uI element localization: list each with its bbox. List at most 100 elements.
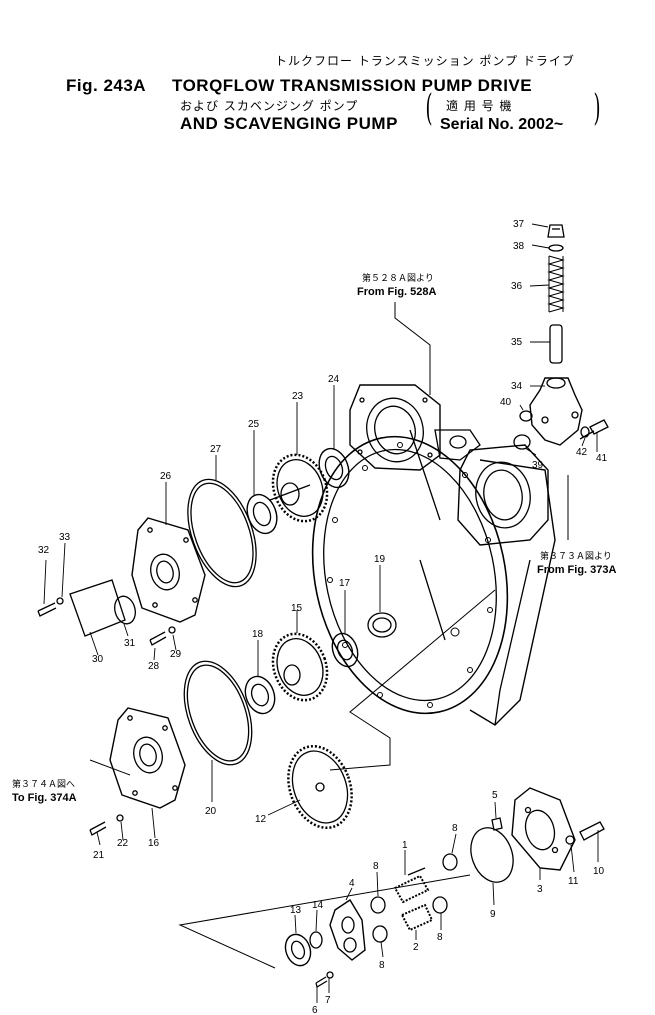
label-26: 26 [160, 471, 172, 482]
label-22: 22 [117, 838, 129, 849]
washer-22 [116, 814, 124, 822]
label-30: 30 [92, 654, 104, 665]
spring-36 [547, 255, 565, 313]
washer-7 [326, 971, 334, 979]
washer-42 [580, 426, 590, 438]
relief-valve-assembly [513, 224, 609, 450]
serial-japanese: 適 用 号 機 [446, 99, 513, 113]
bolt-32 [37, 602, 57, 617]
transmission-housing [311, 384, 556, 726]
label-41: 41 [596, 453, 608, 464]
label-14: 14 [312, 900, 324, 911]
bolt-21 [89, 821, 107, 836]
label-32: 32 [38, 545, 50, 556]
label-19: 19 [374, 554, 386, 565]
ref-528-jp: 第５２８Ａ図より [362, 272, 434, 284]
ref-373-jp: 第３７３Ａ図より [540, 550, 612, 562]
plate-30 [69, 579, 126, 637]
middle-gear-train [244, 632, 359, 715]
label-16: 16 [148, 838, 160, 849]
serial-open-paren: ( [425, 88, 433, 129]
serial-close-paren: ) [593, 88, 601, 129]
label-18: 18 [252, 629, 264, 640]
label-12: 12 [255, 814, 267, 825]
title-english-line1: TORQFLOW TRANSMISSION PUMP DRIVE [172, 76, 533, 95]
bearing-17 [331, 632, 359, 668]
label-35: 35 [511, 337, 523, 348]
label-10: 10 [593, 866, 605, 877]
label-9: 9 [490, 909, 496, 920]
label-11: 11 [568, 876, 579, 887]
label-7: 7 [325, 995, 331, 1006]
washer-11 [565, 835, 575, 845]
figure-number: Fig. 243A [66, 76, 147, 95]
ref-374-en: To Fig. 374A [12, 792, 77, 804]
drive-gear-1 [393, 874, 430, 904]
label-1: 1 [402, 840, 408, 851]
bolt-28 [149, 631, 167, 646]
label-8c: 8 [437, 932, 443, 943]
label-17: 17 [339, 578, 351, 589]
bearing-13 [284, 933, 312, 967]
label-36: 36 [511, 281, 523, 292]
bushing-8b [370, 896, 386, 914]
pump-cover-3 [511, 787, 576, 871]
ref-528-en: From Fig. 528A [357, 286, 437, 298]
label-8b: 8 [373, 861, 379, 872]
label-13: 13 [290, 905, 302, 916]
bolt-6 [315, 976, 328, 989]
label-21: 21 [93, 850, 105, 861]
label-6: 6 [312, 1005, 318, 1015]
scavenging-pump [284, 787, 605, 989]
reference-leader-lines [89, 302, 569, 969]
label-28: 28 [148, 661, 160, 672]
label-8d: 8 [379, 960, 385, 971]
bushing-8a [442, 853, 458, 871]
label-42: 42 [576, 447, 588, 458]
label-8a: 8 [452, 823, 458, 834]
pump-body-4 [329, 899, 366, 961]
o-ring-40 [519, 410, 533, 422]
label-37: 37 [513, 219, 525, 230]
label-34: 34 [511, 381, 523, 392]
figure-title: トルクフロー トランスミッション ポンプ ドライブ Fig. 243A TORQ… [0, 0, 655, 150]
gear-15 [271, 632, 329, 702]
seal-31 [114, 595, 136, 625]
part-number-labels: 37 38 36 35 34 40 39 41 42 24 23 25 27 2… [38, 219, 608, 1015]
valve-body-34 [529, 377, 583, 446]
bolt-10 [579, 821, 605, 841]
plug-37 [547, 224, 565, 238]
serial-english: Serial No. 2002~ [440, 116, 564, 133]
ref-373-en: From Fig. 373A [537, 564, 617, 576]
label-29: 29 [170, 649, 182, 660]
cover-26 [131, 517, 206, 623]
title-japanese-line1: トルクフロー トランスミッション ポンプ ドライブ [275, 54, 575, 68]
label-40: 40 [500, 397, 512, 408]
pin-5 [491, 817, 503, 831]
label-39: 39 [532, 460, 544, 471]
gear-23 [269, 453, 329, 523]
label-4: 4 [349, 878, 355, 889]
bearing-18 [244, 675, 276, 715]
o-ring-14 [309, 931, 323, 949]
label-31: 31 [124, 638, 136, 649]
label-24: 24 [328, 374, 340, 385]
label-27: 27 [210, 444, 222, 455]
gasket-27 [187, 478, 257, 588]
bushing-8c [432, 896, 448, 914]
driven-gear-2 [400, 903, 434, 932]
o-ring-38 [548, 244, 564, 252]
valve-35 [549, 324, 563, 364]
gasket-20 [183, 660, 253, 766]
o-ring-9 [470, 827, 514, 883]
label-2: 2 [413, 942, 419, 953]
pump-cover-26-group [37, 478, 257, 646]
label-33: 33 [59, 532, 71, 543]
label-20: 20 [205, 806, 217, 817]
bushing-8d [372, 925, 388, 943]
title-japanese-line2: および スカベンジング ポンプ [180, 99, 359, 113]
label-38: 38 [513, 241, 525, 252]
cover-16 [109, 707, 186, 809]
ref-374-jp: 第３７４Ａ図へ [12, 778, 75, 790]
